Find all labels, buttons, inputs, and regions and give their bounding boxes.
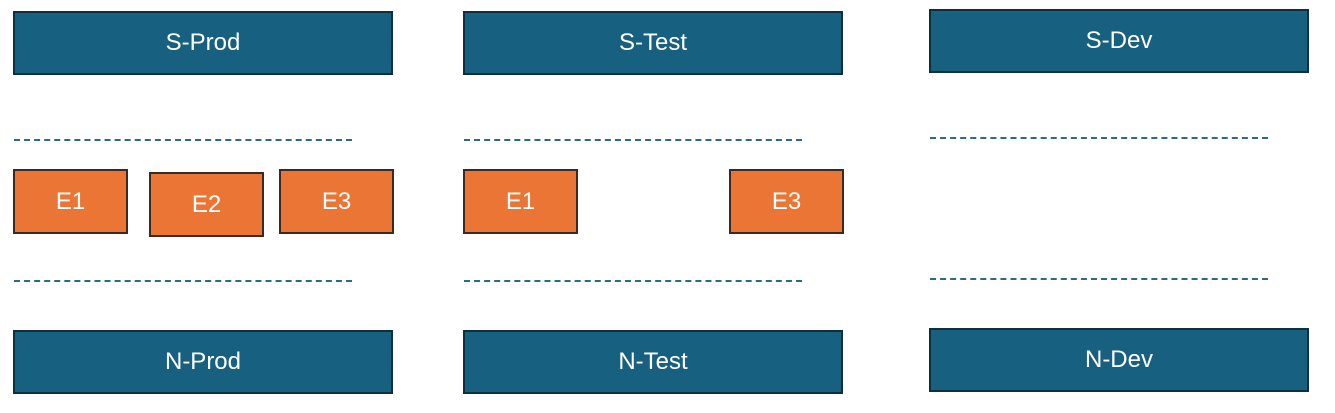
entity-label: E3: [321, 187, 352, 215]
n-dev-box: N-Dev: [929, 328, 1309, 392]
s-dev-label: S-Dev: [1085, 27, 1153, 54]
n-prod-label: N-Prod: [164, 348, 242, 375]
lower-dashed-divider-test: [464, 280, 802, 282]
s-prod-label: S-Prod: [165, 29, 241, 56]
entity-label: E2: [191, 190, 222, 218]
entity-e1-test: E1: [463, 169, 578, 234]
upper-dashed-divider-test: [464, 139, 802, 141]
n-test-box: N-Test: [463, 330, 843, 394]
entity-e3-prod: E3: [279, 169, 394, 234]
entity-label: E3: [771, 187, 802, 215]
s-dev-box: S-Dev: [929, 9, 1309, 73]
lower-dashed-divider-dev: [930, 278, 1268, 280]
n-dev-label: N-Dev: [1084, 346, 1153, 373]
entity-e2-prod: E2: [149, 172, 264, 237]
s-test-label: S-Test: [618, 29, 687, 56]
s-prod-box: S-Prod: [13, 11, 393, 75]
upper-dashed-divider-prod: [14, 139, 352, 141]
upper-dashed-divider-dev: [930, 137, 1268, 139]
s-test-box: S-Test: [463, 11, 843, 75]
n-prod-box: N-Prod: [13, 330, 393, 394]
entity-label: E1: [55, 187, 86, 215]
n-test-label: N-Test: [618, 348, 688, 375]
entity-e3-test: E3: [729, 169, 844, 234]
entity-e1-prod: E1: [13, 169, 128, 234]
entity-label: E1: [505, 187, 536, 215]
lower-dashed-divider-prod: [14, 280, 352, 282]
